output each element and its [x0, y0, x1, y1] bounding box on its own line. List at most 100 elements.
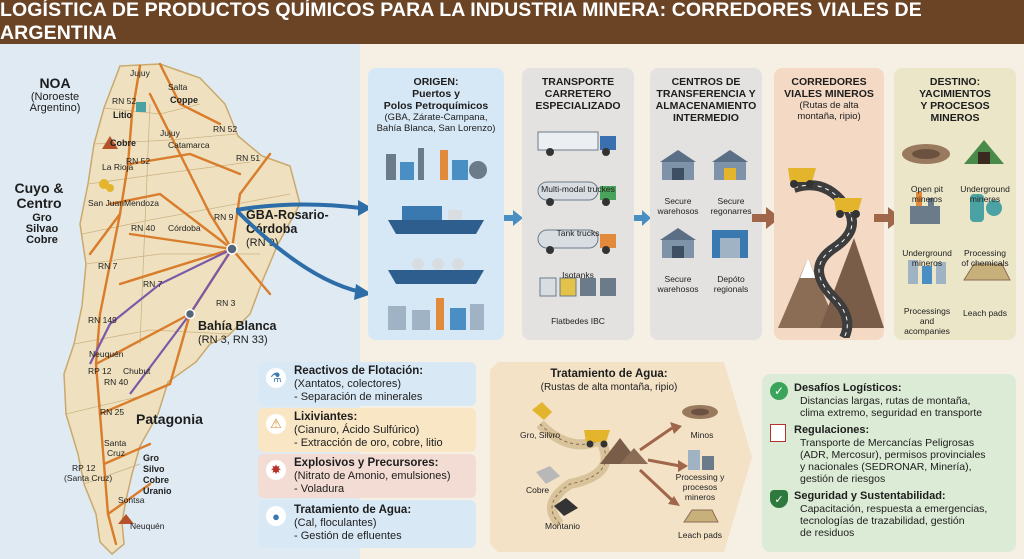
- treat-cobre: Cobre: [526, 485, 550, 495]
- treatment-title: Tratamiento de Agua:: [550, 368, 668, 380]
- route-rn40a: RN 40: [131, 223, 156, 233]
- centros-title3: ALMACENAMIENTO: [655, 100, 757, 112]
- panel-centros: CENTROS DE TRANSFERENCIA Y ALMACENAMIENT…: [650, 68, 762, 340]
- route-rn25: RN 25: [100, 407, 125, 417]
- treat-minos: Minos: [690, 430, 714, 440]
- treatment-diagram: [532, 402, 719, 528]
- city-rp12b: (Santa Cruz): [64, 473, 113, 483]
- city-jujuy2: Jujuy: [160, 128, 180, 138]
- corredores-title2: VIALES MINEROS: [784, 88, 874, 100]
- storage-tanks-icon: [388, 298, 484, 330]
- city-sanjuan: San Juan: [88, 198, 124, 208]
- truck-cap-4: Flatbedes IBC: [551, 316, 605, 326]
- region-cuyo-1: Cuyo &: [14, 180, 64, 196]
- gold-ore-icon: [532, 402, 552, 420]
- processing-plant-icon: [688, 450, 714, 470]
- arrow-transporte-centros: [634, 210, 651, 226]
- warehouse-icon: [660, 228, 696, 258]
- chem-l1-flotacion: (Xantatos, colectores): [294, 378, 401, 390]
- centro-cap-3b: warehosos: [657, 284, 699, 294]
- tanker-ship-icon: [388, 258, 484, 284]
- warehouse-icon: [712, 150, 748, 180]
- arrow-origen-transporte: [504, 210, 523, 226]
- city-jujuy: Jujuy: [130, 68, 150, 78]
- city-coppe: Coppe: [170, 95, 198, 105]
- hub-bahia-sub: (RN 3, RN 33): [198, 334, 268, 346]
- destino-cap-1b: mineros: [911, 194, 943, 204]
- city-litio: Litio: [113, 110, 132, 120]
- region-noa-sub2: Argentino): [29, 102, 81, 114]
- truck-icons: [537, 131, 616, 297]
- depot-icon: [712, 230, 748, 258]
- centros-title1: CENTROS DE: [671, 76, 741, 88]
- open-pit-icon: [902, 144, 950, 164]
- chem-item-agua: ● Tratamiento de Agua: (Cal, floculantes…: [258, 500, 476, 548]
- corredores-title1: CORREDORES: [791, 76, 867, 88]
- route-rn51: RN 51: [236, 153, 261, 163]
- patagonia-sub1: Gro: [143, 453, 160, 463]
- destino-cap-4b: of chemicals: [961, 258, 1009, 268]
- centro-cap-2a: Secure: [717, 196, 745, 206]
- centros-title4: INTERMEDIO: [673, 112, 739, 124]
- city-sontsa: Sontsa: [118, 495, 145, 505]
- panel-corredores: CORREDORES VIALES MINEROS (Rutas de alta…: [774, 68, 884, 340]
- destino-cap-2b: mineres: [969, 194, 1001, 204]
- city-santacruz1: Santa: [104, 438, 127, 448]
- flask-icon: ⚗: [266, 368, 286, 388]
- treat-proc2: procesos: [682, 482, 718, 492]
- panel-transporte: TRANSPORTE CARRETERO ESPECIALIZADO: [522, 68, 634, 340]
- dynamite-icon: ✸: [266, 460, 286, 480]
- region-noa-sub1: (Noroeste: [30, 91, 80, 103]
- region-cuyo-2: Centro: [16, 195, 62, 211]
- chem-l2-lixiviantes: - Extracción de oro, cobre, litio: [294, 437, 443, 449]
- route-rp12: RP 12: [88, 366, 112, 376]
- challenge-title-2: Regulaciones:: [794, 424, 870, 436]
- origen-sub1: (GBA, Zárate-Campana,: [384, 112, 488, 123]
- treat-proc1: Processing y: [675, 472, 725, 482]
- copper-ore-icon: [536, 466, 560, 484]
- hub-gba-l1: GBA-Rosario-: [246, 208, 329, 222]
- challenge-title-3: Seguridad y Sustentabilidad:: [794, 490, 946, 502]
- origen-title3: Polos Petroquímicos: [383, 100, 489, 112]
- dump-truck-icon: [788, 168, 816, 188]
- truck-cap-3: Isotanks: [562, 270, 594, 280]
- route-rn149: RN 149: [88, 315, 117, 325]
- city-catamarca: Catamarca: [168, 140, 210, 150]
- chem-l1-lixiviantes: (Cianuro, Ácido Sulfúrico): [294, 424, 420, 436]
- document-alert-icon: [770, 424, 786, 442]
- hub-bahia: Bahía Blanca (RN 3, RN 33): [198, 319, 277, 347]
- warehouse-icons: [660, 150, 748, 258]
- dump-truck-icon: [834, 198, 862, 218]
- shield-icon: ✓: [770, 490, 788, 508]
- argentina-map: [63, 62, 301, 556]
- challenge-3-l2: tecnologías de trazabilidad, gestión: [800, 515, 965, 527]
- mountain-road-illustration: [778, 168, 884, 338]
- refinery-icon: [386, 148, 424, 180]
- city-neuquen: Neuquén: [89, 349, 124, 359]
- centro-cap-1a: Secure: [664, 196, 692, 206]
- city-santacruz2: Cruz: [107, 448, 125, 458]
- destino-title3: Y PROCESOS: [920, 100, 990, 112]
- leach-pad-icon: [683, 509, 719, 523]
- centro-cap-3a: Secure: [664, 274, 692, 284]
- warehouse-icon: [660, 150, 696, 180]
- chem-title-explosivos: Explosivos y Precursores:: [294, 457, 439, 469]
- treat-leach: Leach pads: [678, 530, 722, 540]
- region-cuyo-sub1: Gro: [32, 212, 52, 224]
- challenge-2-l1: Transporte de Mercancías Peligrosas: [800, 437, 975, 449]
- centro-cap-2b: regonarres: [710, 206, 752, 216]
- corredores-sub2: montaña, ripio): [797, 111, 861, 122]
- city-cordoba: Córdoba: [168, 223, 201, 233]
- panel-destino: DESTINO: YACIMIENTOS Y PROCESOS MINEROS: [894, 68, 1016, 340]
- arrow-centros-corredores: [752, 207, 780, 229]
- destino-icons: [902, 140, 1011, 284]
- beaker-icon: ⚠: [266, 414, 286, 434]
- isotank-truck-icon: [537, 229, 616, 254]
- container-truck-icon: [537, 131, 616, 156]
- city-cobre: Cobre: [110, 138, 137, 148]
- region-cuyo-sub3: Cobre: [26, 234, 58, 246]
- city-larioja: La Rioja: [102, 162, 134, 172]
- challenge-2-l4: gestión de riesgos: [800, 473, 886, 485]
- chem-l1-agua: (Cal, floculantes): [294, 517, 377, 529]
- destino-cap-1a: Open pit: [910, 184, 944, 194]
